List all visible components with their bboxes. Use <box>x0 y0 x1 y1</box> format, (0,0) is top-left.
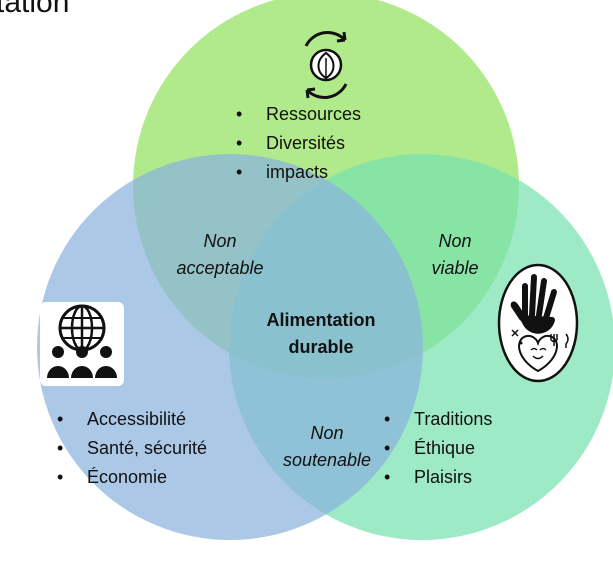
leaf-recycle-icon <box>304 31 348 99</box>
center-line: Alimentation <box>266 310 376 330</box>
center-line: durable <box>288 337 354 357</box>
page-title: tation <box>0 0 70 19</box>
list-item: impacts <box>232 158 361 187</box>
list-item: Diversités <box>232 129 361 158</box>
zone-line: soutenable <box>282 450 372 470</box>
society-list: Accessibilité Santé, sécurité Économie <box>53 405 207 492</box>
zone-non-acceptable: Non acceptable <box>160 228 280 282</box>
list-item: Plaisirs <box>380 463 492 492</box>
list-item: Traditions <box>380 405 492 434</box>
zone-line: acceptable <box>176 258 264 278</box>
culture-list: Traditions Éthique Plaisirs <box>380 405 492 492</box>
list-item: Ressources <box>232 100 361 129</box>
zone-non-viable: Non viable <box>400 228 510 282</box>
list-item: Économie <box>53 463 207 492</box>
list-item: Accessibilité <box>53 405 207 434</box>
zone-line: viable <box>431 258 479 278</box>
list-item: Éthique <box>380 434 492 463</box>
center-label: Alimentation durable <box>246 307 396 361</box>
zone-line: Non <box>203 231 237 251</box>
zone-non-soutenable: Non soutenable <box>262 420 392 474</box>
hand-heart-cutlery-icon <box>497 263 579 383</box>
list-item: Santé, sécurité <box>53 434 207 463</box>
globe-people-icon <box>40 302 124 386</box>
zone-line: Non <box>438 231 472 251</box>
environment-list: Ressources Diversités impacts <box>232 100 361 187</box>
zone-line: Non <box>310 423 344 443</box>
